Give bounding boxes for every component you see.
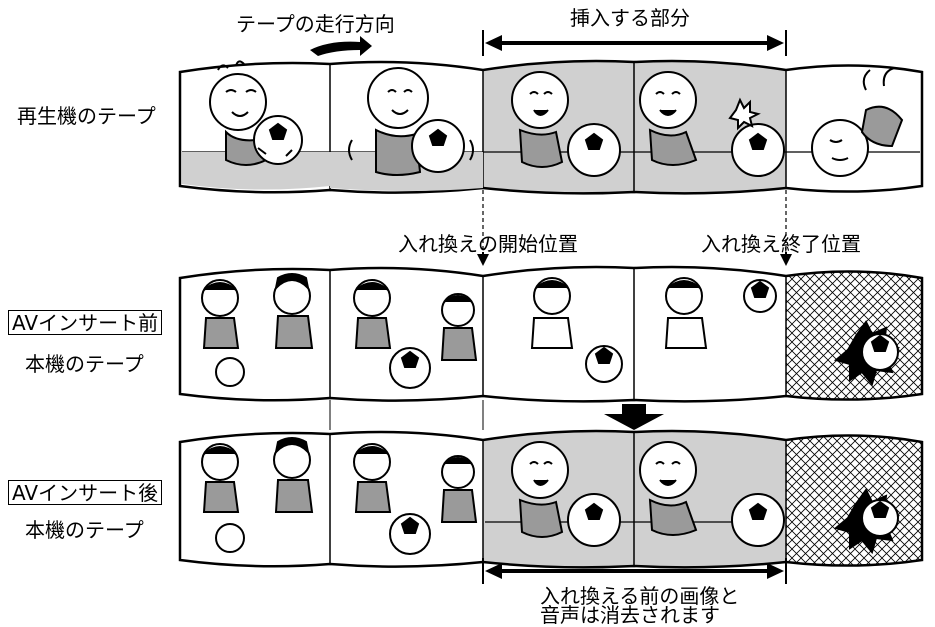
insert-range-arrow: [482, 30, 787, 56]
soccer-players-after: [201, 437, 901, 555]
soccer-players-before: [201, 273, 901, 389]
av-insert-after-label: AVインサート後: [8, 480, 163, 505]
this-unit-tape-label-before: 本機のテープ: [25, 352, 144, 376]
av-insert-before-label: AVインサート前: [8, 310, 163, 335]
insert-part-label: 挿入する部分: [570, 6, 690, 30]
swap-end-label: 入れ換え終了位置: [701, 232, 861, 256]
baby-frame-1: [209, 60, 303, 166]
baby-frame-3: [511, 71, 621, 177]
replaced-range-arrow: [482, 558, 787, 584]
this-unit-tape-label-after: 本機のテープ: [25, 518, 144, 542]
baby-frame-2: [348, 67, 474, 176]
player-tape-label: 再生機のテープ: [17, 104, 156, 128]
baby-frame-4: [639, 71, 785, 177]
swap-start-label: 入れ換えの開始位置: [398, 232, 578, 256]
tape-direction-label: テープの走行方向: [236, 12, 395, 36]
direction-arrow: [310, 36, 372, 56]
erased-note-line1: 入れ換える前の画像と: [540, 584, 740, 608]
baby-frame-5: [811, 67, 904, 177]
down-arrow: [604, 404, 664, 430]
erased-note-line2: 音声は消去されます: [540, 603, 720, 627]
